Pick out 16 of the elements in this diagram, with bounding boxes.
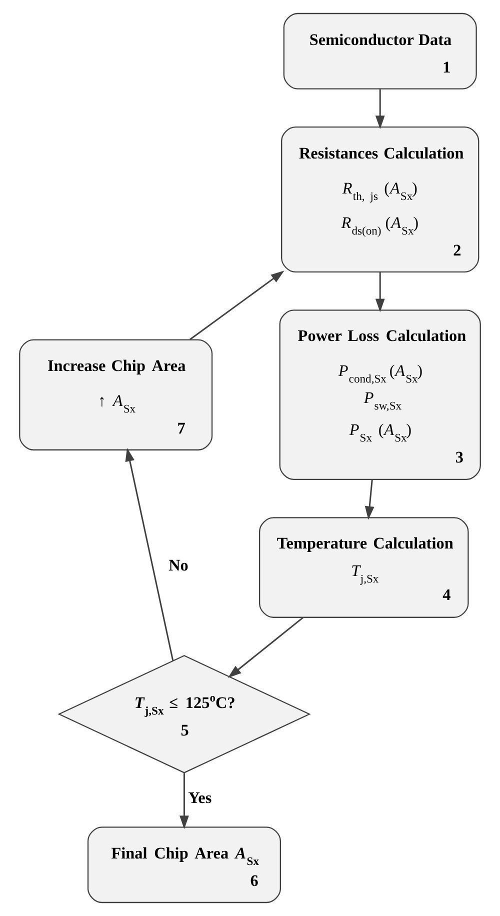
edge-label: No [168,556,188,575]
node-box: Temperature Calculation T$_{j,Sx}$ 4 [258,517,469,618]
arrow [375,89,385,130]
arrow [125,448,174,661]
node-diamond: T$_{j,Sx}$ ≤ 125$^{o}$C? 5 [58,654,311,774]
arrow [364,480,374,520]
node-box: Semiconductor Data 1 [283,12,477,90]
node-box: Resistances Calculation R$_{th,}$ $_{js}$ (A$_{Sx}$) R$_{ds(on)}$ (A$_{Sx}$) 2 [281,126,480,273]
edge-label: Yes [188,789,212,808]
node-box: Final Chip Area A$_{Sx}$ 6 [87,826,281,904]
node-box: Power Loss Calculation P$_{cond,Sx}$ (A$_{Sx}$) P$_{sw,Sx}$ P$_{Sx}$ (A$_{Sx}$) 3 [279,310,481,480]
arrow [375,272,385,312]
node-box: Increase Chip Area ↑ A$_{Sx}$ 7 [19,339,213,450]
arrow [190,270,284,340]
arrow [180,773,189,830]
arrow [228,616,304,678]
